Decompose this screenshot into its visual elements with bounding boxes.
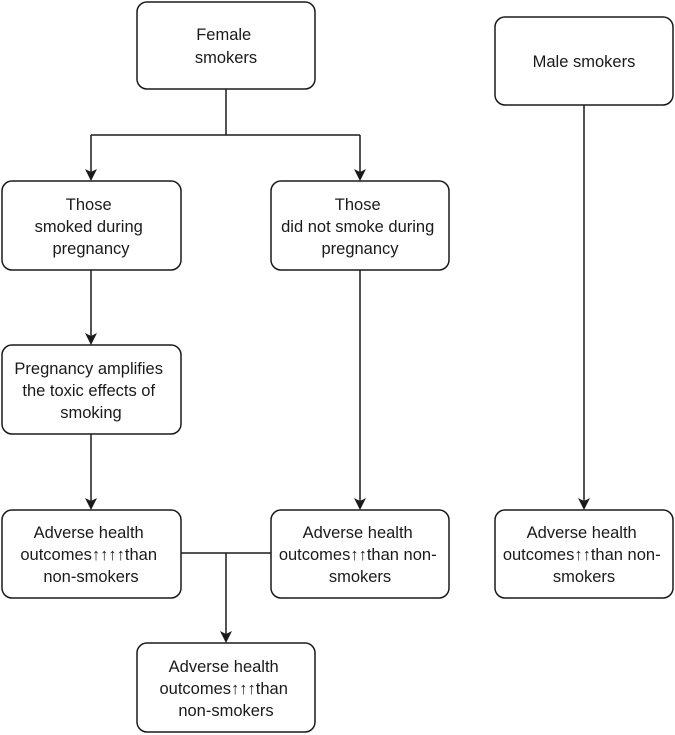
node-outcomes-male: Adverse health outcomes↑↑than non- smoke… <box>494 509 674 599</box>
node-line: did not smoke during <box>281 218 434 236</box>
node-did-not-smoke-during-pregnancy: Those did not smoke during pregnancy <box>270 180 450 271</box>
node-line: smoked during <box>35 218 143 236</box>
node-outcomes-combined-female: Adverse health outcomes↑↑↑than non-smoke… <box>136 642 316 733</box>
node-line: Adverse health <box>303 524 413 542</box>
node-female-smokers: Female smokers <box>136 1 316 90</box>
node-line: non-smokers <box>43 568 138 586</box>
node-line: Adverse health <box>34 524 144 542</box>
svg-text:Adverse health outcomes↑: Adverse health outcomes↑↑↑↑than non-smok… <box>20 524 161 586</box>
svg-text:Adverse health outcomes↑: Adverse health outcomes↑↑than non- smoke… <box>279 524 441 586</box>
svg-text:Adverse health outcomes↑: Adverse health outcomes↑↑↑than non-smoke… <box>160 658 293 720</box>
node-line: pregnancy <box>52 240 130 258</box>
node-male-smokers: Male smokers <box>494 16 674 106</box>
svg-text:Adverse health outcomes↑: Adverse health outcomes↑↑than non- smoke… <box>503 524 665 586</box>
node-line: Pregnancy amplifies <box>14 360 163 378</box>
node-line: smokers <box>195 49 257 67</box>
svg-text:Female smokers: Female smokers <box>195 26 257 67</box>
svg-text:Male smokers: Male smokers <box>533 53 636 71</box>
node-line: Adverse health <box>527 524 637 542</box>
node-line: Those <box>335 196 381 214</box>
node-line: outcomes↑↑than non- <box>279 546 437 564</box>
svg-text:Those did not smoke duri: Those did not smoke during pregnancy <box>281 196 439 258</box>
node-line: outcomes↑↑than non- <box>503 546 661 564</box>
node-line: smokers <box>553 568 615 586</box>
node-line: smokers <box>329 568 391 586</box>
node-line: non-smokers <box>178 702 273 720</box>
node-line: the toxic effects of <box>22 382 155 400</box>
node-line: Female <box>196 26 251 44</box>
node-smoked-during-pregnancy: Those smoked during pregnancy <box>1 180 182 271</box>
connectors <box>85 89 590 643</box>
node-line: smoking <box>60 404 121 422</box>
svg-text:Pregnancy amplifies the: Pregnancy amplifies the toxic effects of… <box>14 360 167 422</box>
node-line: pregnancy <box>321 240 399 258</box>
node-line: outcomes↑↑↑than <box>160 680 288 698</box>
node-outcomes-nonpregnant-female: Adverse health outcomes↑↑than non- smoke… <box>270 509 450 599</box>
node-line: outcomes↑↑↑↑than <box>20 546 157 564</box>
node-line: Those <box>66 196 112 214</box>
node-line: Male smokers <box>533 53 636 71</box>
svg-text:Those smoked during: Those smoked during pregnancy <box>35 196 148 258</box>
node-outcomes-pregnant-smokers: Adverse health outcomes↑↑↑↑than non-smok… <box>1 509 182 599</box>
node-line: Adverse health <box>169 658 279 676</box>
node-pregnancy-amplifies: Pregnancy amplifies the toxic effects of… <box>1 344 182 435</box>
